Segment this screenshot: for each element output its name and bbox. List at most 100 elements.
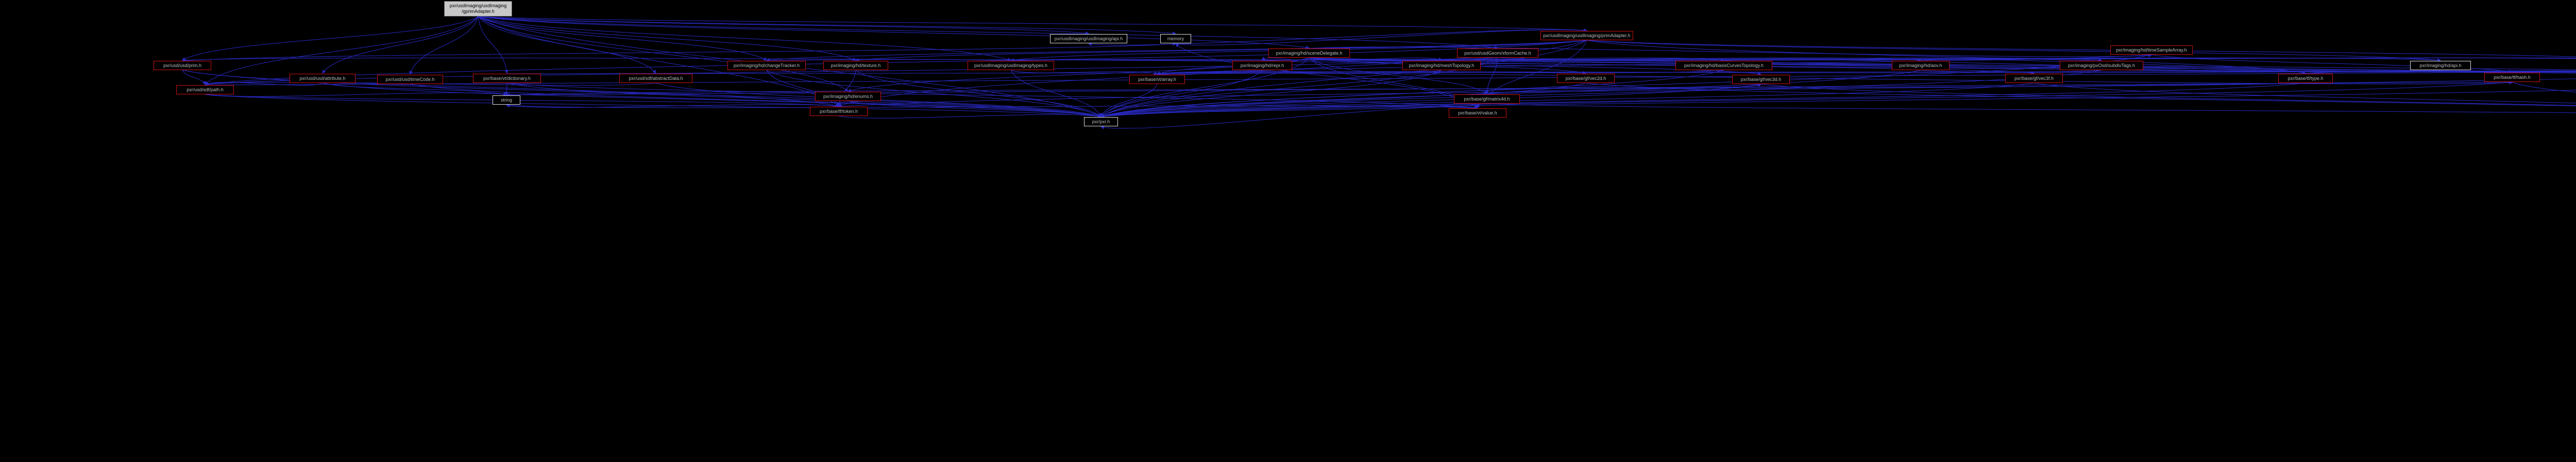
edge-sdfpath-stringh [205,92,507,97]
graph-node-tfhash[interactable]: pxr/base/tf/hash.h [2484,73,2540,82]
edge-repr-vectorh [1262,59,2576,72]
edge-primAdapter-texture [855,40,1587,62]
edge-tftype-pxrh [1100,82,2306,118]
edge-root-primAdapter [478,16,1587,32]
edge-xformCache-prim [182,57,1498,62]
edge-root-texture [478,16,856,61]
edge-root-prim [182,16,479,61]
edge-root-sdfpath [205,16,479,85]
edge-vtvalue-pxrh [1100,106,1478,129]
graph-node-prim[interactable]: pxr/usd/usd/prim.h [154,61,211,70]
edge-attribute-stringh [322,82,507,96]
graph-node-token[interactable]: pxr/base/tf/token.h [810,107,868,116]
edge-vec3f-cstddefh [2033,82,2576,104]
edge-root-memory [478,16,1176,35]
edge-dictionary-pxrh [506,82,1101,118]
graph-node-changeTracker[interactable]: pxr/imaging/hd/changeTracker.h [727,61,806,70]
edge-sdfpath-token [205,94,839,108]
edge-tfhash-pxrh [1100,81,2513,118]
edge-token-vectorh [838,78,2576,107]
edge-timeCode-pxrh [410,84,1101,118]
graph-node-dictionary[interactable]: pxr/base/vt/dictionary.h [473,74,541,83]
graph-node-matrix4d[interactable]: pxr/base/gf/matrix4d.h [1454,94,1520,104]
edge-token-pxrh [838,114,1101,119]
graph-node-aov[interactable]: pxr/imaging/hd/aov.h [1892,61,1950,70]
edge-root-attribute [322,16,479,74]
edge-changeTracker-pxrh [766,70,1101,117]
edge-prim-pxrh [182,70,1101,118]
edge-prim-memory [182,42,1176,61]
edge-root-types [478,16,1011,61]
graph-node-attribute[interactable]: pxr/usd/usd/attribute.h [290,74,355,83]
edge-root-timeCode [409,16,479,75]
edge-vtarray-tfhash [1157,73,2513,85]
edge-aov-hdapi [1920,59,2441,73]
graph-node-primAdapter[interactable]: pxr/usdImaging/usdImaging/primAdapter.h [1540,31,1633,40]
edge-sdfpath-pxrh [205,94,1101,118]
edge-texture-token [837,70,856,107]
graph-node-sceneDelegate[interactable]: pxr/imaging/hd/sceneDelegate.h [1268,48,1350,58]
edge-tfhash-cstddefh [2512,81,2576,93]
graph-node-timeCode[interactable]: pxr/usd/usd/timeCode.h [377,75,443,84]
graph-node-root: pxr/usdImaging/usdImaging /gprimAdapter.… [444,1,512,16]
graph-node-subdivTags[interactable]: pxr/imaging/pxOsd/subdivTags.h [2060,61,2143,70]
edge-sceneDelegate-timeSampleArray [1309,46,2152,57]
graph-node-timeSampleArray[interactable]: pxr/imaging/hd/timeSampleArray.h [2110,45,2193,55]
edge-vtvalue-memory [1175,43,1478,109]
edge-primAdapter-hdapi [1586,40,2441,62]
edge-attribute-pxrh [322,82,1101,118]
edge-root-api [478,16,1089,35]
graph-node-memory[interactable]: memory [1160,34,1191,43]
graph-node-vec3f[interactable]: pxr/base/gf/vec3f.h [2005,74,2063,83]
edge-primAdapter-memory [1175,29,1587,46]
graph-node-stringh[interactable]: string [493,95,520,105]
edge-types-vtarray [1010,70,1158,75]
graph-node-repr[interactable]: pxr/imaging/hd/repr.h [1232,61,1292,70]
graph-node-tftype[interactable]: pxr/base/tf/type.h [2278,74,2333,83]
edge-dictionary-vtvalue [506,82,1478,109]
edge-vec3d-pxrh [1100,84,1761,118]
edge-matrix4d-pxrh [1100,103,1487,118]
graph-node-basisCurves[interactable]: pxr/imaging/hd/basisCurvesTopology.h [1675,61,1772,70]
graph-node-vtarray[interactable]: pxr/base/vt/array.h [1129,75,1185,84]
graph-node-pxrh[interactable]: pxr/pxr.h [1084,117,1118,126]
edge-vec3f-pxrh [1100,82,2035,118]
graph-node-types[interactable]: pxr/usdImaging/usdImaging/types.h [968,61,1054,70]
graph-node-vtvalue[interactable]: pxr/base/vt/value.h [1449,108,1506,118]
graph-node-xformCache[interactable]: pxr/usd/usdGeom/xformCache.h [1457,48,1538,58]
graph-node-hdapi[interactable]: pxr/imaging/hd/api.h [2410,61,2471,70]
edge-root-enums [478,16,849,92]
edge-vec4f-pxrh [1100,90,2576,118]
graph-node-vec2d[interactable]: pxr/base/gf/vec2d.h [1557,74,1615,83]
edge-timeSampleArray-vtarray [1157,54,2152,76]
edge-root-dictionary [478,16,509,74]
edge-attribute-sdfpath [205,81,323,86]
edge-root-token [478,16,839,107]
graph-node-api[interactable]: pxr/usdImaging/usdImaging/api.h [1050,34,1127,43]
edge-vtvalue-stringh [506,103,1478,109]
edge-prim-sdfpath [182,70,206,85]
edge-timeSampleArray-pxrh [1100,54,2152,118]
edge-primAdapter-changeTracker [766,40,1587,62]
graph-node-enums[interactable]: pxr/imaging/hd/enums.h [815,92,881,101]
graph-node-texture[interactable]: pxr/imaging/hd/texture.h [823,61,888,70]
edge-repr-pxrh [1100,70,1263,117]
edge-vec2d-pxrh [1100,82,1586,118]
graph-node-sdfpath[interactable]: pxr/usd/sdf/path.h [176,85,234,94]
edge-meshTopology-pxrh [1100,70,1442,117]
edge-timeSampleArray-tfhash [2151,54,2513,74]
edge-root-changeTracker [478,16,767,61]
graph-node-abstractData[interactable]: pxr/usd/sdf/abstractData.h [619,74,692,83]
edge-root-xformCache [478,16,1498,50]
edge-vtarray-pxrh [1100,84,1158,117]
edge-sceneDelegate-repr [1262,57,1310,61]
edge-vec3d-cstddefh [1760,84,2576,106]
graph-node-vec3d[interactable]: pxr/base/gf/vec3d.h [1732,75,1790,84]
edge-token-stringh [506,104,839,108]
edge-enums-pxrh [848,101,1101,118]
edge-texture-pxrh [855,70,1101,117]
graph-node-meshTopology[interactable]: pxr/imaging/hd/meshTopology.h [1402,61,1481,70]
edge-types-pxrh [1010,70,1101,117]
